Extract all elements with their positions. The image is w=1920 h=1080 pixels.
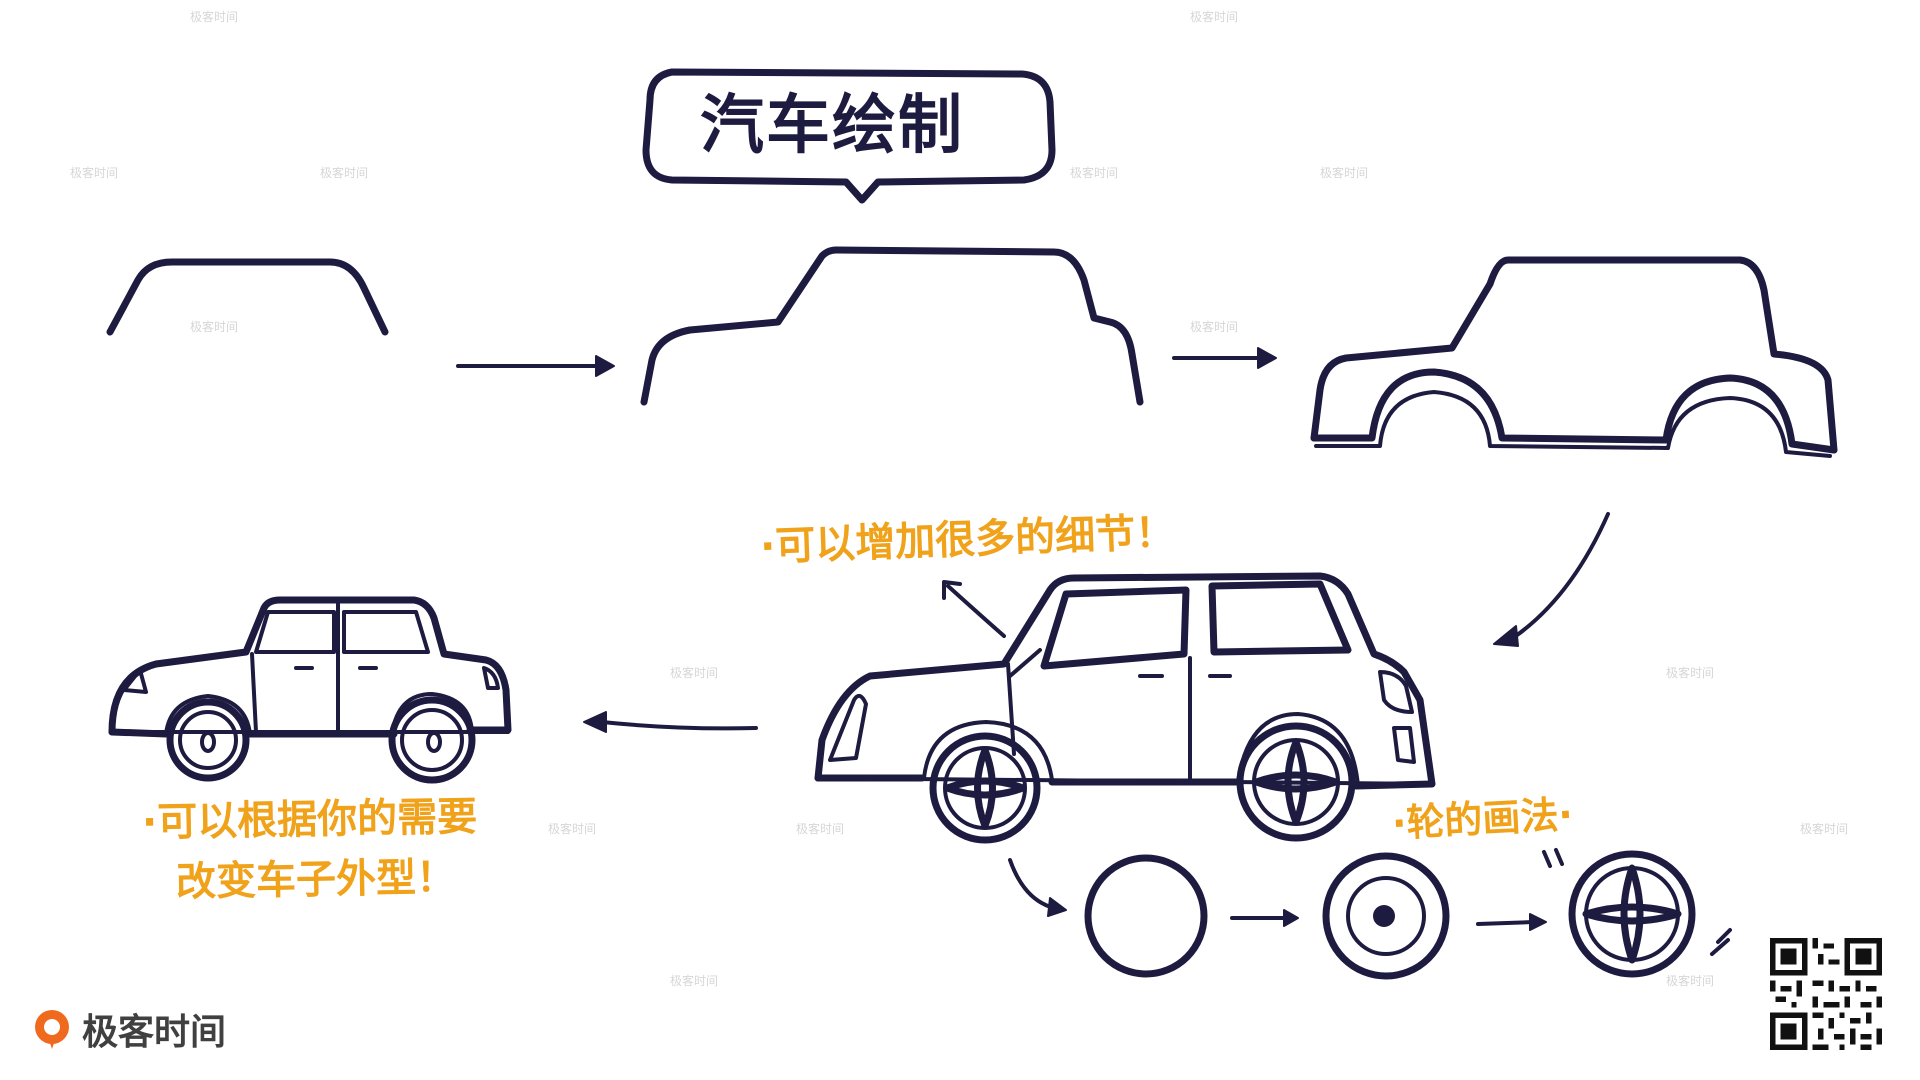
wheel-step-3 — [1568, 850, 1696, 978]
watermark: 极客时间 — [1666, 666, 1715, 680]
watermark: 极客时间 — [1190, 10, 1239, 24]
watermark: 极客时间 — [320, 166, 369, 180]
watermark: 极客时间 — [1320, 166, 1369, 180]
wheel-step-1 — [1084, 854, 1208, 978]
watermark: 极客时间 — [190, 10, 239, 24]
brand-name: 极客时间 — [82, 1012, 227, 1053]
arrow-step1-to-step2 — [456, 355, 615, 377]
watermark: 极客时间 — [796, 822, 845, 836]
note-wheel-method: ·轮的画法· — [1390, 792, 1574, 846]
step5-final-car — [108, 596, 512, 784]
detail-note-arrow — [942, 580, 1006, 638]
arrow-step3-to-step4 — [1493, 512, 1610, 647]
note-change-shape-line2: 改变车子外型！ — [175, 854, 457, 906]
step4-detailed-car — [814, 572, 1436, 844]
watermark: 极客时间 — [1070, 166, 1119, 180]
arrow-step2-to-step3 — [1172, 347, 1277, 369]
geek-time-logo-icon — [35, 1010, 69, 1049]
diagram-title: 汽车绘制 — [700, 89, 964, 163]
arrow-step4-to-step5 — [583, 711, 758, 733]
step3-body-arches — [1310, 256, 1838, 458]
wheel-steps — [1008, 848, 1732, 980]
watermark: 极客时间 — [670, 974, 719, 988]
step2-body — [640, 246, 1144, 406]
step1-roof — [106, 258, 389, 336]
watermark: 极客时间 — [670, 666, 719, 680]
note-change-shape-line1: ·可以根据你的需要 — [141, 794, 478, 846]
brand-logo-block: 极客时间 — [30, 1003, 226, 1055]
watermark: 极客时间 — [1190, 320, 1239, 334]
qr-code-icon — [1770, 938, 1882, 1050]
watermark: 极客时间 — [1666, 974, 1715, 988]
watermark: 极客时间 — [1800, 822, 1849, 836]
watermark: 极客时间 — [70, 166, 119, 180]
watermark: 极客时间 — [190, 320, 239, 334]
title-bubble — [642, 68, 1056, 204]
watermark: 极客时间 — [548, 822, 597, 836]
wheel-step-2 — [1322, 852, 1450, 980]
